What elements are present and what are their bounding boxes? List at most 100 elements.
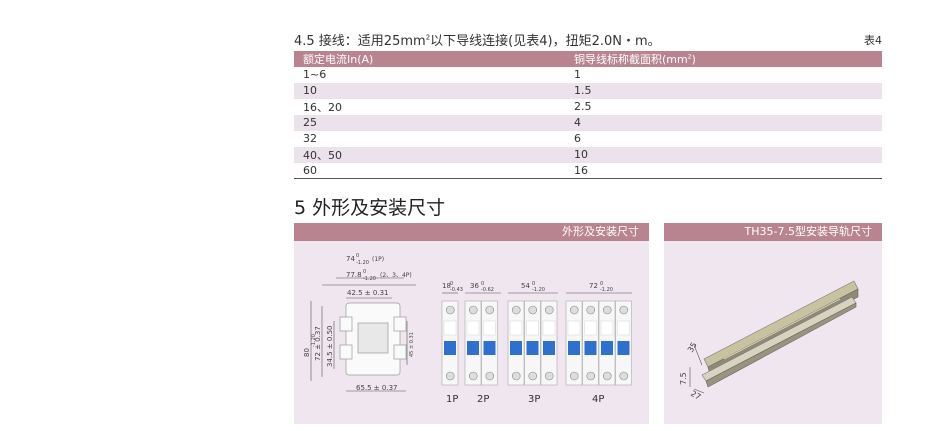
rail-panel-header: TH35-7.5型安装导轨尺寸 — [664, 223, 882, 241]
dim-54-label: 54 — [521, 282, 530, 290]
terminal-screw-icon — [602, 371, 612, 381]
dim-77-tol-top: 0 — [363, 269, 366, 275]
dim-line-rail-27 — [693, 388, 705, 394]
dim-72w-tol: -1.20 — [600, 287, 613, 293]
terminal-screw-icon — [511, 305, 521, 315]
breaker-label-plate — [617, 320, 630, 336]
header-wire-section-close: ) — [691, 53, 696, 66]
terminal-screw-icon — [468, 371, 478, 381]
breaker-label-plate — [443, 320, 457, 336]
cell-section: 6 — [574, 132, 581, 146]
breaker-toggle-handle — [568, 341, 580, 355]
dim-77-label: 77.8 — [346, 271, 362, 279]
breaker-toggle-handle — [510, 341, 522, 355]
cell-current: 60 — [294, 162, 565, 180]
pole-label-3p: 3P — [528, 394, 540, 405]
terminal-screw-icon — [445, 371, 455, 381]
cell-current: 32 — [303, 132, 317, 146]
terminal-screw-icon — [485, 371, 495, 381]
dim-42-label: 42.5 ± 0.31 — [347, 289, 389, 297]
header-wire-section-sup: 2 — [687, 53, 692, 61]
dim-80-label: 80 — [303, 348, 311, 357]
breaker-toggle-handle — [584, 341, 597, 355]
rail-dim-35: 35 — [686, 341, 699, 354]
rail-dim-27: 27 — [689, 389, 702, 402]
terminal-screw-icon — [511, 371, 521, 381]
breaker-side-profile — [339, 302, 407, 376]
dim-74-label: 74 — [346, 255, 355, 263]
terminal-screw-icon — [445, 305, 455, 315]
breaker-toggle-handle — [601, 341, 613, 355]
cell-section: 4 — [565, 114, 882, 131]
terminal-screw-icon — [528, 371, 538, 381]
breaker-illustrations — [441, 300, 632, 386]
dim-54-tol: -1.20 — [532, 287, 545, 293]
dim-74-tol-bottom: -1.20 — [356, 260, 369, 266]
dim-72-label: 72 ± 0.37 — [314, 326, 322, 361]
table-header-row: 额定电流In(A) 铜导线标称截面积(mm2) — [294, 51, 882, 67]
wiring-text-suffix: 以下导线连接(见表4)，扭矩2.0N・m。 — [430, 34, 661, 49]
terminal-screw-icon — [619, 371, 629, 381]
dim-80-tol: -1.20 — [311, 334, 317, 347]
dim-36-tol: -0.62 — [481, 287, 494, 293]
pole-label-2p: 2P — [477, 394, 489, 405]
dim-34-label: 34.5 ± 0.50 — [326, 326, 334, 368]
breaker-toggle-handle — [444, 341, 456, 355]
breaker-label-plate — [567, 320, 581, 336]
cell-current: 10 — [294, 82, 565, 99]
section-title: 5 外形及安装尺寸 — [294, 197, 446, 219]
wiring-instruction: 4.5 接线：适用25mm2以下导线连接(见表4)，扭矩2.0N・m。 — [294, 30, 661, 49]
wiring-text-prefix: 4.5 接线：适用25mm — [294, 34, 426, 49]
terminal-screw-icon — [569, 371, 579, 381]
terminal-screw-icon — [602, 305, 612, 315]
wiring-superscript: 2 — [425, 33, 431, 42]
dim-18-tol: -0.43 — [450, 287, 463, 293]
terminal-screw-icon — [528, 305, 538, 315]
table-row: 32 6 — [294, 131, 882, 147]
terminal-screw-icon — [586, 305, 596, 315]
cell-section: 1.5 — [565, 82, 882, 99]
dim-65-label: 65.5 ± 0.37 — [356, 384, 398, 392]
dim-18-tol-top: 0 — [450, 281, 453, 287]
terminal-screw-icon — [485, 305, 495, 315]
dimension-drawing: 74 0 -1.20 (1P) 77.8 0 -1.20 (2、3、4P) 42… — [303, 253, 632, 405]
breaker-toggle-handle — [526, 341, 539, 355]
dimensions-panel: 74 0 -1.20 (1P) 77.8 0 -1.20 (2、3、4P) 42… — [294, 241, 649, 424]
breaker-label-plate — [600, 320, 614, 336]
breaker-label-plate — [526, 320, 539, 336]
dim-45-label: 45 ± 0.31 — [409, 332, 415, 357]
dim-54-tol-top: 0 — [532, 281, 535, 287]
terminal-screw-icon — [586, 371, 596, 381]
table-number: 表4 — [864, 34, 882, 47]
breaker-label-plate — [466, 320, 480, 336]
header-wire-section: 铜导线标称截面积(mm2) — [565, 51, 882, 67]
dim-74-tol-top: 0 — [356, 253, 359, 259]
breaker-toggle-handle — [543, 341, 555, 355]
terminal-screw-icon — [544, 305, 554, 315]
rail-panel: 35 7.5 27 — [664, 241, 882, 424]
dimensions-panel-header: 外形及安装尺寸 — [294, 223, 649, 241]
breaker-label-plate — [509, 320, 523, 336]
rail-drawing: 35 7.5 27 — [679, 280, 859, 402]
dim-77-tol-bottom: -1.20 — [363, 276, 376, 282]
breaker-toggle-handle — [467, 341, 479, 355]
dim-36-tol-top: 0 — [481, 281, 484, 287]
dim-72w-label: 72 — [589, 282, 598, 290]
cell-section: 16 — [565, 162, 882, 180]
dim-36-label: 36 — [470, 282, 479, 290]
cell-current: 16、20 — [303, 100, 342, 114]
header-rated-current: 额定电流In(A) — [294, 51, 565, 67]
breaker-toggle-handle — [483, 341, 496, 355]
dim-line-rail-35 — [693, 344, 703, 366]
cell-current: 40、50 — [294, 146, 565, 163]
cell-section: 1 — [574, 68, 581, 82]
pole-label-4p: 4P — [592, 394, 604, 405]
cell-section: 2.5 — [574, 100, 592, 114]
terminal-screw-icon — [619, 305, 629, 315]
